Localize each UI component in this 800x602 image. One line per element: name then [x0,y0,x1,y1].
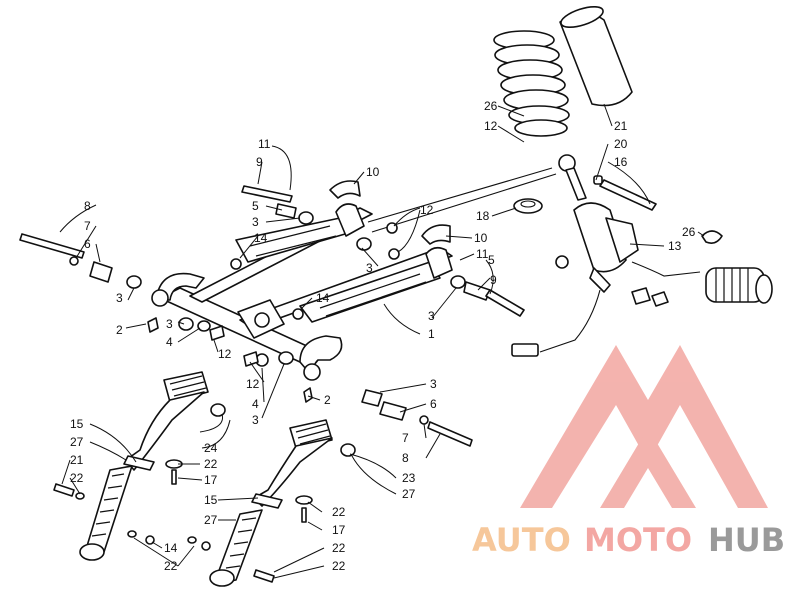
footrest-right [251,419,356,523]
watermark-hub: HUB [708,521,785,559]
watermark-auto: AUTO [472,521,571,559]
washer-22-left [75,492,85,500]
callout-23: 23 [402,471,416,485]
reservoir-canister [705,267,773,304]
callout-22: 22 [164,559,178,573]
callout-23: 24 [204,441,218,455]
callout-4: 4 [252,397,259,411]
callout-13: 13 [668,239,682,253]
bumper-10a [329,180,361,199]
callout-7: 7 [402,431,409,445]
callout-16: 16 [614,155,628,169]
callout-26: 27 [70,435,84,449]
callout-9: 9 [256,155,263,169]
shock-boot [559,5,633,107]
watermark-text: AUTO MOTO HUB [472,521,785,559]
callout-3: 3 [252,215,259,229]
foot-peg-left [79,465,133,561]
callout-5: 5 [252,199,259,213]
callout-17: 17 [332,523,346,537]
callout-12: 12 [420,203,434,217]
callout-26: 27 [204,513,218,527]
rear-arm-frame [151,167,557,381]
callout-4: 4 [166,335,173,349]
callout-27: 27 [402,487,416,501]
callout-22: 22 [332,505,346,519]
watermark-logo [520,345,768,508]
callout-3: 3 [430,377,437,391]
callout-11: 11 [476,247,489,261]
callout-22: 22 [204,457,218,471]
callout-15: 15 [204,493,218,507]
callout-22: 22 [332,541,346,555]
callout-21: 22 [332,559,346,573]
callout-12: 12 [218,347,232,361]
coil-spring [493,30,570,137]
bolt-21-left [53,483,75,497]
callout-25: 26 [682,225,696,239]
callout-7: 7 [84,219,91,233]
callout-1: 1 [428,327,435,341]
shock-bolt [593,175,657,211]
right-hardware [361,389,473,447]
callout-2: 2 [116,323,123,337]
callout-19: 20 [614,137,628,151]
callout-21: 21 [70,453,84,467]
bumper-10b [421,224,451,245]
callout-17: 17 [204,473,218,487]
callout-11: 11 [258,137,271,151]
callout-8: 8 [84,199,91,213]
left-hardware [19,185,525,403]
washer-22-lower [127,530,137,538]
callout-8: 8 [402,451,409,465]
callout-3: 3 [428,309,435,323]
bolt-21-right [253,569,275,583]
callout-18: 18 [476,209,490,223]
callout-6: 6 [84,237,91,251]
foot-peg-right [209,509,263,587]
callout-3: 3 [116,291,123,305]
callout-5: 5 [488,253,495,267]
callout-labels: 8 7 6 3 2 3 4 12 11 9 5 3 10 14 14 12 3 … [70,99,696,573]
callout-3: 3 [366,261,373,275]
callout-22: 22 [70,471,84,485]
callout-6: 6 [430,397,437,411]
nut-14-right [201,541,211,551]
shock-absorber [511,154,773,357]
callout-10: 10 [366,165,380,179]
callout-12: 12 [246,377,260,391]
clip-25 [701,230,723,244]
callout-14: 14 [316,291,330,305]
washer-22-mid [187,536,197,544]
callout-3: 3 [166,317,173,331]
callout-20: 21 [614,119,628,133]
callout-2: 2 [324,393,331,407]
callout-10: 10 [474,231,488,245]
leader-lines [59,103,705,579]
callout-15: 15 [70,417,84,431]
callout-12: 12 [484,119,498,133]
callout-9: 9 [490,273,497,287]
watermark-moto: MOTO [584,521,692,559]
callout-3: 3 [252,413,259,427]
callout-14: 14 [164,541,178,555]
bushing-18 [513,198,543,214]
callout-14: 14 [254,231,268,245]
callout-24: 26 [484,99,498,113]
